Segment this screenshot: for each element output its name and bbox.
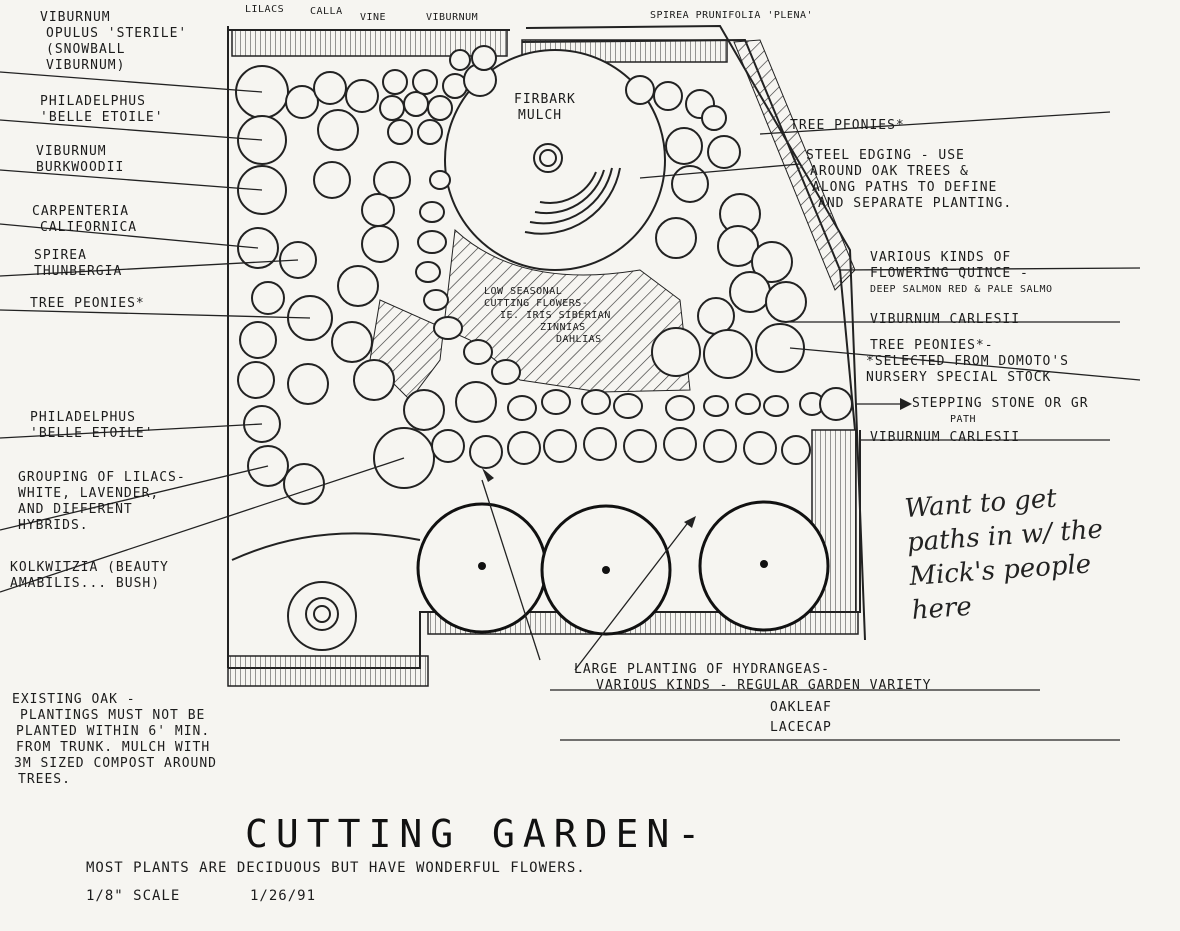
label-carpenteria-1: CARPENTERIA [32, 204, 130, 219]
label-viburnum-burkwoodii-1: VIBURNUM [36, 144, 107, 159]
label-viburnum-opulus-4: VIBURNUM) [46, 58, 126, 73]
label-steel-edging-2: AROUND OAK TREES & [810, 164, 969, 179]
label-low-seasonal-5: DAHLIAS [556, 334, 602, 345]
label-oak-note-3: PLANTED WITHIN 6' MIN. [16, 724, 211, 739]
oak-tree-center-symbol [524, 143, 621, 235]
leader-lines [0, 71, 1141, 741]
label-lilacs-group-1: GROUPING OF LILACS- [18, 470, 186, 485]
hydrangea-circles [416, 500, 830, 636]
label-viburnum-carlesii-1: VIBURNUM CARLESII [870, 312, 1021, 327]
label-firbark-2: MULCH [518, 108, 563, 123]
label-quince-2: FLOWERING QUINCE - [870, 266, 1029, 281]
label-hydrangeas-4: LACECAP [770, 720, 832, 735]
label-philadelphus-bottom-1: PHILADELPHUS [30, 410, 136, 425]
plan-subtitle: MOST PLANTS ARE DECIDUOUS BUT HAVE WONDE… [86, 860, 586, 876]
label-viburnum-carlesii-2: VIBURNUM CARLESII [870, 430, 1021, 445]
label-philadelphus-top-1: PHILADELPHUS [40, 94, 146, 109]
label-stepping-path: PATH [950, 414, 977, 425]
label-quince-1: VARIOUS KINDS OF [870, 250, 1012, 265]
label-oak-note-1: EXISTING OAK - [12, 692, 136, 707]
label-low-seasonal-1: LOW SEASONAL [484, 286, 563, 297]
label-philadelphus-top-2: 'BELLE ETOILE' [40, 110, 164, 125]
label-tree-peonies-note-3: NURSERY SPECIAL STOCK [866, 370, 1052, 385]
label-spirea-thunbergia-2: THUNBERGIA [34, 264, 123, 279]
label-top-spirea: SPIREA PRUNIFOLIA 'PLENA' [650, 10, 814, 21]
label-viburnum-opulus-2: OPULUS 'STERILE' [46, 26, 188, 41]
label-viburnum-opulus-3: (SNOWBALL [46, 42, 126, 57]
label-hydrangeas-3: OAKLEAF [770, 700, 832, 715]
arrowheads [482, 398, 912, 528]
plan-date: 1/26/91 [250, 888, 317, 904]
label-top-vine: VINE [360, 12, 387, 23]
label-hydrangeas-2: VARIOUS KINDS - REGULAR GARDEN VARIETY [596, 678, 932, 693]
bottom-edging-strip [227, 655, 429, 687]
handwritten-note: Want to get paths in w/ the Mick's peopl… [903, 483, 1104, 626]
label-viburnum-burkwoodii-2: BURKWOODII [36, 160, 125, 175]
label-steel-edging-4: AND SEPARATE PLANTING. [818, 196, 1013, 211]
label-oak-note-2: PLANTINGS MUST NOT BE [20, 708, 206, 723]
label-tree-peonies-note-2: *SELECTED FROM DOMOTO'S [866, 354, 1070, 369]
label-tree-peonies-note-1: TREE PEONIES*- [870, 338, 994, 353]
label-tree-peonies-right: TREE PEONIES* [790, 118, 905, 133]
label-oak-note-6: TREES. [18, 772, 71, 787]
label-viburnum-opulus-1: VIBURNUM [40, 10, 111, 25]
label-steel-edging-3: ALONG PATHS TO DEFINE [812, 180, 998, 195]
label-oak-note-4: FROM TRUNK. MULCH WITH [16, 740, 211, 755]
label-carpenteria-2: CALIFORNICA [40, 220, 138, 235]
label-firbark-1: FIRBARK [514, 92, 576, 107]
label-hydrangeas-1: LARGE PLANTING OF HYDRANGEAS- [574, 662, 830, 677]
label-philadelphus-bottom-2: 'BELLE ETOILE' [30, 426, 154, 441]
right-shrub-group [455, 75, 807, 423]
existing-oak-symbol [231, 532, 421, 651]
label-low-seasonal-4: ZINNIAS [540, 322, 586, 333]
hydrangea-centers [478, 560, 768, 574]
label-top-viburnum: VIBURNUM [426, 12, 479, 23]
label-lilacs-group-2: WHITE, LAVENDER, [18, 486, 160, 501]
label-top-lilacs: LILACS [245, 4, 285, 15]
label-low-seasonal-2: CUTTING FLOWERS- [484, 298, 589, 309]
label-tree-peonies-left: TREE PEONIES* [30, 296, 145, 311]
label-spirea-thunbergia-1: SPIREA [34, 248, 87, 263]
plan-title: CUTTING GARDEN- [245, 812, 709, 856]
label-kolkwitzia-2: AMABILIS... BUSH) [10, 576, 161, 591]
label-lilacs-group-3: AND DIFFERENT [18, 502, 133, 517]
label-steel-edging-1: STEEL EDGING - USE [806, 148, 965, 163]
stepping-stone-end [819, 387, 853, 421]
low-seasonal-bed [369, 228, 691, 401]
label-low-seasonal-3: IE. IRIS SIBERIAN [500, 310, 611, 321]
label-quince-3: DEEP SALMON RED & PALE SALMO [870, 284, 1053, 295]
label-lilacs-group-4: HYBRIDS. [18, 518, 89, 533]
label-stepping-stone: STEPPING STONE OR GR [912, 396, 1089, 411]
stepping-stones [415, 170, 825, 421]
plan-scale: 1/8" SCALE [86, 888, 181, 904]
lower-shrub-row [373, 427, 811, 489]
label-kolkwitzia-1: KOLKWITZIA (BEAUTY [10, 560, 169, 575]
label-top-calla: CALLA [310, 6, 343, 17]
label-oak-note-5: 3M SIZED COMPOST AROUND [14, 756, 218, 771]
